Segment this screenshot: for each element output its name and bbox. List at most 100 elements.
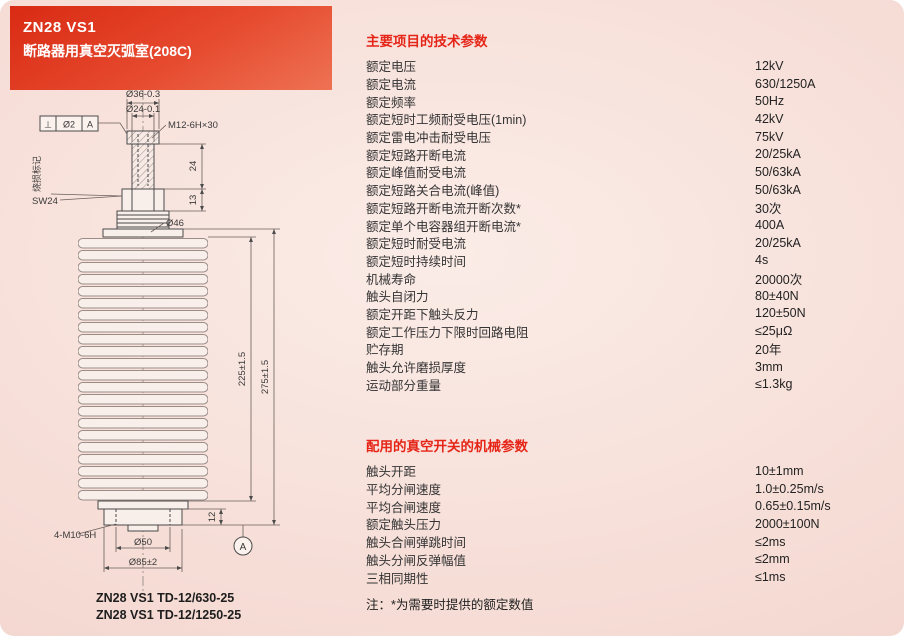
spec-value: ≤2ms [755,534,786,549]
label-sw24: SW24 [32,196,58,207]
model-line-1: ZN28 VS1 TD-12/630-25 [96,591,235,605]
gdt-tolerance: Ø2 [63,120,75,130]
product-title-banner: ZN28 VS1 断路器用真空灭弧室(208C) [10,6,332,90]
spec-row: 触头合闸弹跳时间 ≤2ms [366,533,896,551]
gdt-symbol: ⊥ [44,120,52,130]
spec-row: 额定频率 50Hz [366,92,896,110]
spec-row: 额定电流 630/1250A [366,75,896,93]
dim-dia50: Ø50 [134,537,152,548]
spec-value: 0.65±0.15m/s [755,499,831,514]
bottom-stem [127,524,159,532]
spec-row: 额定短路开断电流 20/25kA [366,145,896,163]
model-designations: ZN28 VS1 TD-12/630-25 ZN28 VS1 TD-12/125… [96,590,376,624]
spec-value: ≤25μΩ [755,324,793,339]
dim-13: 13 [188,195,199,206]
spec-label: 运动部分重量 [366,378,442,393]
spec-row: 额定短时耐受电流 20/25kA [366,234,896,252]
product-model: ZN28 VS1 [23,19,97,36]
spec-value: 20/25kA [755,147,801,162]
spec-value: 20/25kA [755,235,801,250]
spec-row: 触头开距 10±1mm [366,462,896,480]
bellows [116,210,170,230]
dim-thread: M12-6H×30 [168,120,218,131]
top-cap [102,228,184,238]
spec-label: 额定开距下触头反力 [366,307,479,322]
label-burn-mark: 烧损标记 [31,156,42,192]
spec-label: 机械寿命 [366,272,417,287]
dimension-lines [50,99,280,572]
spec-label: 额定电流 [366,78,417,93]
spec-label: 额定短路开断电流 [366,148,467,163]
spec-label: 额定雷电冲击耐受电压 [366,131,492,146]
datum-letter: A [240,542,247,553]
spec-value: 75kV [755,129,784,144]
spec-value: 2000±100N [755,516,820,531]
dim-dia24: Ø24-0.1 [126,104,160,115]
spec-rows-main: 额定电压 12kV 额定电流 630/1250A 额定频率 50Hz 额定短时工频耐受电压(… [366,57,896,393]
spec-label: 额定单个电容器组开断电流* [366,219,521,234]
spec-row: 运动部分重量 ≤1.3kg [366,375,896,393]
spec-row: 额定电压 12kV [366,57,896,75]
product-name: 断路器用真空灭弧室(208C) [23,43,192,59]
interrupter-outline [78,130,208,532]
spec-label: 额定短时耐受电流 [366,237,467,252]
spec-row: 平均合闸速度 0.65±0.15m/s [366,497,896,515]
stud-shaft [131,143,155,190]
spec-value: 120±50N [755,306,806,321]
spec-label: 额定工作压力下限时回路电阻 [366,325,529,340]
spec-value: 50/63kA [755,182,801,197]
spec-label: 触头合闸弹跳时间 [366,536,467,551]
spec-row: 三相同期性≤1ms [366,568,896,586]
spec-row: 额定短路关合电流(峰值)50/63kA [366,181,896,199]
spec-value: 400A [755,218,785,233]
spec-value: 12kV [755,58,784,73]
spec-row: 额定短路开断电流开断次数*30次 [366,199,896,217]
dim-dia85: Ø85±2 [129,557,157,568]
spec-label: 额定触头压力 [366,518,442,533]
spec-label: 额定短时工频耐受电压(1min) [366,113,527,128]
datum-balloon: A [233,536,253,556]
spec-value: 80±40N [755,288,799,303]
spec-label: 额定电压 [366,60,417,75]
spec-value: 20000次 [755,272,803,287]
spec-row: 额定开距下触头反力 120±50N [366,305,896,323]
spec-row: 额定工作压力下限时回路电阻 ≤25μΩ [366,322,896,340]
spec-label: 触头开距 [366,465,417,480]
hex-section [121,188,165,212]
model-line-2: ZN28 VS1 TD-12/1250-25 [96,608,242,622]
spec-label: 额定频率 [366,95,417,110]
spec-value: 10±1mm [755,463,804,478]
dimension-labels: Ø36-0.3 Ø24-0.1 M12-6H×30 24 13 SW24 烧损标… [31,89,271,568]
section-title-main: 主要项目的技术参数 [366,34,488,49]
spec-value: 30次 [755,201,782,216]
dim-holes: 4-M10-6H [54,530,96,541]
spec-row: 额定单个电容器组开断电流* 400A [366,216,896,234]
spec-value: ≤1.3kg [755,377,793,392]
spec-value: 50Hz [755,94,785,109]
spec-label: 平均分闸速度 [366,483,442,498]
spec-value: 4s [755,253,769,268]
spec-label: 额定峰值耐受电流 [366,166,467,181]
spec-value: 630/1250A [755,76,816,91]
spec-value: ≤1ms [755,570,786,585]
spec-value: 42kV [755,111,784,126]
spec-label: 触头分闸反弹幅值 [366,553,467,568]
spec-label: 触头允许磨损厚度 [366,361,467,376]
spec-row: 额定雷电冲击耐受电压 75kV [366,128,896,146]
spec-label: 平均合闸速度 [366,500,442,515]
technical-drawing: ⊥ Ø2 A Ø36-0.3 Ø24-0.1 M12-6H×30 24 13 S… [31,89,280,591]
spec-value: 20年 [755,343,782,358]
dim-275: 275±1.5 [260,360,271,394]
spec-value: 50/63kA [755,164,801,179]
spec-row: 机械寿命 20000次 [366,269,896,287]
spec-value: 3mm [755,359,783,374]
